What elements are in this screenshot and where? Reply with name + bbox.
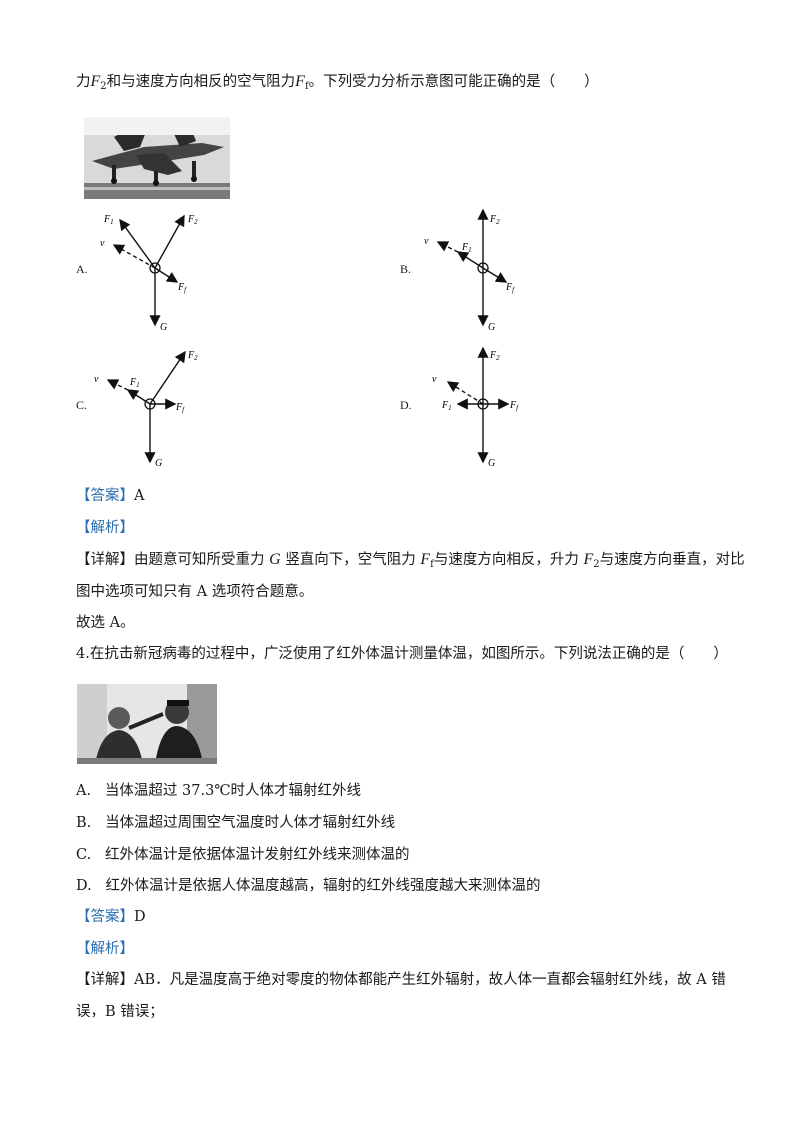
label-Ff: Ff xyxy=(509,400,519,412)
q3-conclusion: 故选 A。 xyxy=(76,615,135,631)
q4-detail-line-2: 误，B 错误； xyxy=(76,1004,164,1020)
label-F1: F1 xyxy=(103,214,114,226)
label-v: v xyxy=(432,374,437,385)
arrow-F1 xyxy=(456,251,484,269)
q3-option-b-label: B. xyxy=(400,262,412,276)
q4-stem: 4.在抗击新冠病毒的过程中，广泛使用了红外体温计测量体温，如图所示。下列说法正确… xyxy=(76,646,728,662)
q3-detail-line-1: 【详解】由题意可知所受重力 G 竖直向下，空气阻力 Ff与速度方向相反，升力 F… xyxy=(76,551,745,570)
arrow-F2 xyxy=(154,214,185,269)
label-G: G xyxy=(488,322,495,333)
label-Ff: Ff xyxy=(175,402,185,414)
thermometer-photo xyxy=(77,684,217,764)
label-F2: F2 xyxy=(489,214,500,226)
label-v: v xyxy=(100,238,105,249)
aircraft-photo xyxy=(84,117,230,199)
arrow-v xyxy=(436,241,459,253)
label-F2: F2 xyxy=(187,214,198,226)
q3-option-d-label: D. xyxy=(400,398,412,412)
label-F2: F2 xyxy=(489,350,500,362)
arrow-F1 xyxy=(119,218,156,269)
force-diagram-b: F2 F1 v Ff G xyxy=(424,208,515,333)
label-v: v xyxy=(94,374,99,385)
arrow-Ff xyxy=(154,267,179,283)
q4-option-d: D. 红外体温计是依据人体温度越高，辐射的红外线强度越大来测体温的 xyxy=(76,878,541,894)
label-v: v xyxy=(424,236,429,247)
arrow-v xyxy=(112,244,156,269)
force-diagram-d: F2 F1 v Ff G xyxy=(432,346,519,469)
label-F1: F1 xyxy=(461,242,472,254)
q4-option-c: C. 红外体温计是依据体温计发射红外线来测体温的 xyxy=(76,847,410,863)
q3-analysis-tag: 【解析】 xyxy=(76,520,134,536)
q3-detail-line-2: 图中选项可知只有 A 选项符合题意。 xyxy=(76,584,314,600)
label-Ff: Ff xyxy=(505,282,515,294)
force-diagram-c: F2 F1 v Ff G xyxy=(94,350,198,469)
label-G: G xyxy=(155,458,162,469)
arrow-v xyxy=(446,381,484,405)
q3-answer: 【答案】A xyxy=(76,488,145,504)
q4-analysis-tag: 【解析】 xyxy=(76,941,134,957)
label-F1: F1 xyxy=(129,377,140,389)
arrow-F2 xyxy=(149,350,186,405)
q3-option-c-label: C. xyxy=(76,398,88,412)
q3-option-a-label: A. xyxy=(76,262,88,276)
label-G: G xyxy=(160,322,167,333)
label-Ff: Ff xyxy=(177,282,187,294)
label-G: G xyxy=(488,458,495,469)
q4-detail-line-1: 【详解】AB．凡是温度高于绝对零度的物体都能产生红外辐射，故人体一直都会辐射红外… xyxy=(76,972,726,988)
arrow-Ff xyxy=(482,267,508,283)
q4-answer: 【答案】D xyxy=(76,909,146,925)
label-F2: F2 xyxy=(187,350,198,362)
q4-option-a: A. 当体温超过 37.3℃时人体才辐射红外线 xyxy=(76,783,362,799)
q4-option-b: B. 当体温超过周围空气温度时人体才辐射红外线 xyxy=(76,815,396,831)
arrow-v xyxy=(106,379,129,391)
force-diagram-a: F1 F2 v Ff G xyxy=(100,214,198,333)
arrow-F1 xyxy=(126,389,151,405)
q3-intro: 力F2和与速度方向相反的空气阻力Ff。下列受力分析示意图可能正确的是（ ） xyxy=(76,73,599,92)
label-F1: F1 xyxy=(441,400,452,412)
